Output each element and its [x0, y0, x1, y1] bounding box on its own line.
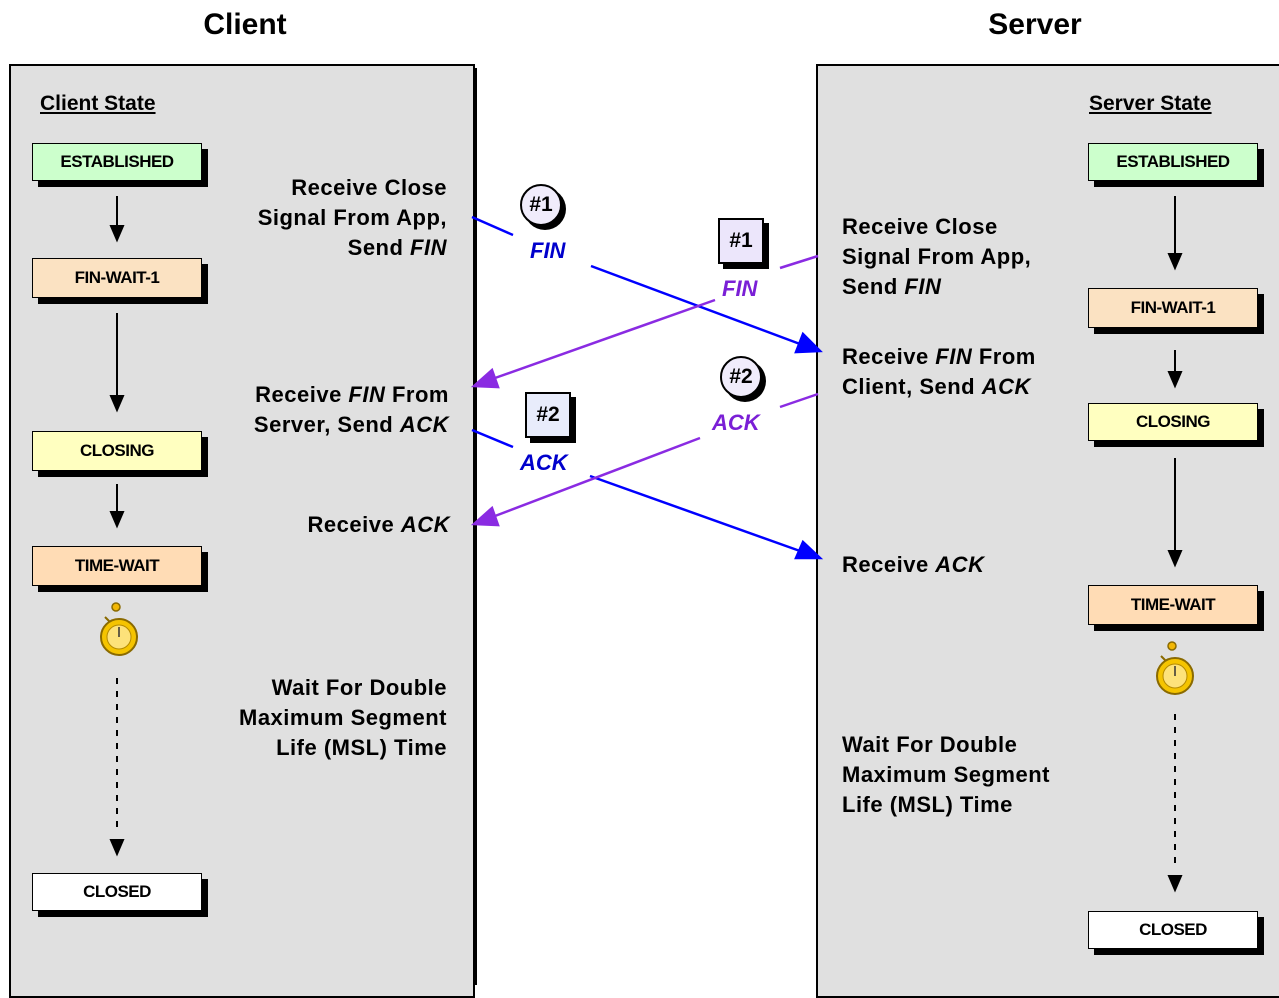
server-state-fin-wait-1: FIN-WAIT-1 [1088, 288, 1258, 328]
server-heading: Server [988, 8, 1082, 41]
client-ack-line [471, 428, 824, 560]
server-state-title: Server State [1089, 92, 1212, 115]
client-heading: Client [203, 8, 287, 41]
server-fin-badge: #1 [718, 218, 764, 264]
client-state-closed: CLOSED [32, 873, 202, 911]
client-ack-badge: #2 [525, 392, 571, 438]
client-receive-ack-event: Receive ACK [307, 512, 450, 537]
server-state-closing: CLOSING [1088, 403, 1258, 441]
server-close-event: Receive Close Signal From App, Send FIN [842, 214, 1032, 299]
server-state-arrows [1167, 196, 1183, 893]
server-receive-ack-event: Receive ACK [842, 552, 985, 577]
server-state-time-wait: TIME-WAIT [1088, 585, 1258, 625]
server-stopwatch-icon [1155, 640, 1195, 700]
client-state-arrows [109, 196, 125, 857]
server-state-closed: CLOSED [1088, 911, 1258, 949]
client-stopwatch-icon [99, 601, 139, 661]
client-state-established: ESTABLISHED [32, 143, 202, 181]
client-receive-fin-event: Receive FIN From Server, Send ACK [253, 382, 449, 437]
server-panel [816, 64, 1279, 998]
server-fin-label: FIN [722, 276, 758, 301]
client-ack-label: ACK [520, 450, 568, 475]
server-receive-fin-event: Receive FIN From Client, Send ACK [842, 344, 1036, 399]
server-state-established: ESTABLISHED [1088, 143, 1258, 181]
client-wait-event: Wait For Double Maximum Segment Life (MS… [239, 675, 447, 760]
server-wait-event: Wait For Double Maximum Segment Life (MS… [842, 732, 1050, 817]
server-ack-badge: #2 [720, 356, 762, 398]
client-state-fin-wait-1: FIN-WAIT-1 [32, 258, 202, 298]
server-ack-label: ACK [712, 410, 760, 435]
server-fin-line [470, 254, 819, 389]
client-fin-badge: #1 [520, 184, 562, 226]
client-state-title: Client State [40, 92, 156, 115]
client-close-event: Receive Close Signal From App, Send FIN [257, 175, 447, 260]
client-panel [9, 64, 475, 998]
server-ack-line [470, 392, 819, 527]
client-fin-label: FIN [530, 238, 566, 263]
client-fin-line [471, 215, 823, 354]
client-state-closing: CLOSING [32, 431, 202, 471]
client-state-time-wait: TIME-WAIT [32, 546, 202, 586]
